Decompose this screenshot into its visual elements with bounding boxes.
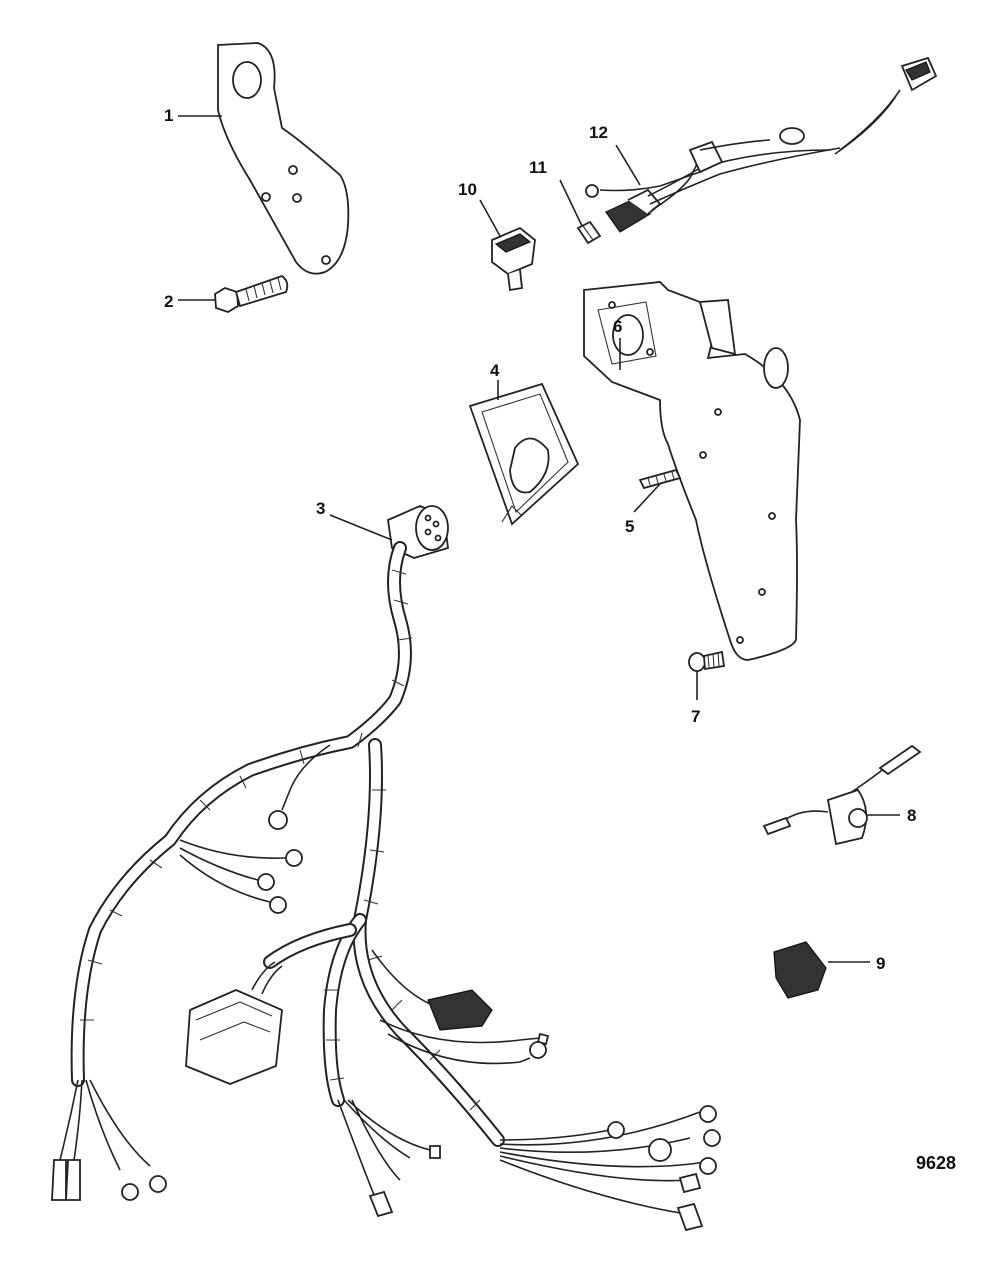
- leader-12: [615, 144, 641, 186]
- part-5-screw: [638, 468, 682, 490]
- part-10-relay: [491, 226, 536, 292]
- part-11-fuse: [576, 220, 602, 245]
- part-6-mount-plate: [583, 281, 801, 661]
- callout-12: 12: [589, 123, 608, 142]
- figure-code: 9628: [916, 1153, 956, 1173]
- part-3-harness: [51, 505, 721, 1232]
- part-9-connector: [773, 941, 827, 999]
- callout-9: 9: [876, 954, 885, 973]
- part-1-bracket: [217, 42, 350, 275]
- callout-2: 2: [164, 292, 173, 311]
- part-8-sensor: [762, 744, 922, 846]
- callout-6: 6: [613, 317, 622, 336]
- callout-11: 11: [529, 158, 547, 177]
- callout-1: 1: [164, 106, 173, 125]
- leader-5: [633, 483, 661, 513]
- leader-10: [479, 199, 501, 237]
- callout-4: 4: [490, 361, 500, 380]
- leader-3: [329, 514, 393, 541]
- callout-5: 5: [625, 517, 634, 536]
- leader-11: [559, 179, 583, 227]
- part-7-screw: [688, 650, 726, 672]
- callout-8: 8: [907, 806, 916, 825]
- part-4-boot: [468, 382, 580, 526]
- part-2-bolt: [214, 274, 289, 313]
- part-12-fuse-harness: [585, 56, 938, 233]
- callout-10: 10: [458, 180, 477, 199]
- callout-3: 3: [316, 499, 325, 518]
- callout-7: 7: [691, 707, 700, 726]
